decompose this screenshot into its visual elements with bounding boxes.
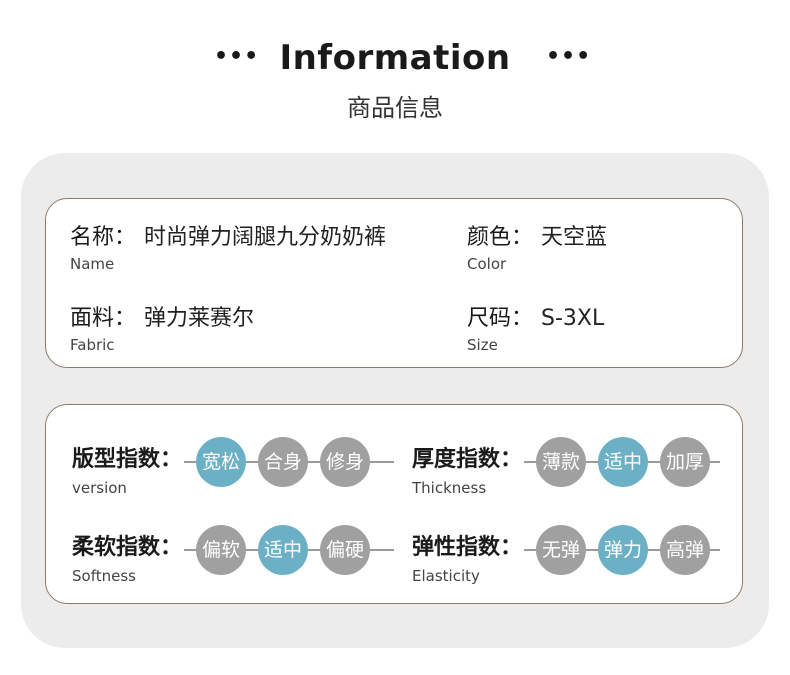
version-index-label-en: version	[72, 479, 127, 497]
fabric-field: 面料： 弹力莱赛尔 Fabric	[70, 300, 254, 354]
product-info-card: 名称： 时尚弹力阔腿九分奶奶裤 Name 颜色： 天空蓝 Color 面料： 弹力莱赛…	[45, 198, 743, 368]
name-label: 名称：	[70, 225, 137, 250]
fabric-label: 面料：	[70, 306, 137, 331]
size-value: S-3XL	[541, 306, 605, 331]
softness-option-1: 偏软	[196, 525, 246, 575]
softness-option-2: 适中	[258, 525, 308, 575]
fabric-value: 弹力莱赛尔	[144, 306, 255, 331]
elasticity-index-label: 弹性指数：	[412, 535, 523, 560]
page-title: Information	[279, 38, 511, 78]
softness-index-label: 柔软指数：	[72, 535, 183, 560]
dots-left-decoration: •••	[214, 44, 260, 69]
thickness-index-label-en: Thickness	[412, 479, 487, 497]
version-option-2: 合身	[258, 437, 308, 487]
dots-right-decoration: •••	[546, 44, 592, 69]
page-subtitle: 商品信息	[347, 94, 443, 122]
thickness-index-row: 厚度指数： Thickness 薄款 适中 加厚	[412, 437, 722, 497]
elasticity-index-label-group: 弹性指数： Elasticity	[412, 529, 522, 585]
size-label-en: Size	[467, 336, 498, 354]
color-label: 颜色：	[467, 225, 534, 250]
elasticity-option-2: 弹力	[598, 525, 648, 575]
name-value: 时尚弹力阔腿九分奶奶裤	[144, 225, 387, 250]
fabric-label-en: Fabric	[70, 336, 115, 354]
color-field: 颜色： 天空蓝 Color	[467, 219, 607, 273]
thickness-option-1: 薄款	[536, 437, 586, 487]
thickness-index-label: 厚度指数：	[412, 447, 523, 472]
name-label-en: Name	[70, 255, 115, 273]
elasticity-index-row: 弹性指数： Elasticity 无弹 弹力 高弹	[412, 525, 722, 585]
softness-index-row: 柔软指数： Softness 偏软 适中 偏硬	[72, 525, 394, 585]
softness-index-label-group: 柔软指数： Softness	[72, 529, 182, 585]
softness-option-3: 偏硬	[320, 525, 370, 575]
name-field: 名称： 时尚弹力阔腿九分奶奶裤 Name	[70, 219, 386, 273]
color-value: 天空蓝	[541, 225, 608, 250]
thickness-option-2: 适中	[598, 437, 648, 487]
thickness-index-label-group: 厚度指数： Thickness	[412, 441, 522, 497]
elasticity-option-1: 无弹	[536, 525, 586, 575]
color-label-en: Color	[467, 255, 507, 273]
size-label: 尺码：	[467, 306, 534, 331]
header: ••• Information ••• 商品信息	[0, 0, 790, 140]
version-option-3: 修身	[320, 437, 370, 487]
size-field: 尺码： S-3XL Size	[467, 300, 604, 354]
version-index-label-group: 版型指数： version	[72, 441, 182, 497]
product-indices-card: 版型指数： version 宽松 合身 修身 厚度指数： Thickness 薄…	[45, 404, 743, 604]
version-index-label: 版型指数：	[72, 447, 183, 472]
elasticity-index-label-en: Elasticity	[412, 567, 480, 585]
softness-index-label-en: Softness	[72, 567, 136, 585]
version-index-row: 版型指数： version 宽松 合身 修身	[72, 437, 394, 497]
version-option-1: 宽松	[196, 437, 246, 487]
elasticity-option-3: 高弹	[660, 525, 710, 575]
thickness-option-3: 加厚	[660, 437, 710, 487]
